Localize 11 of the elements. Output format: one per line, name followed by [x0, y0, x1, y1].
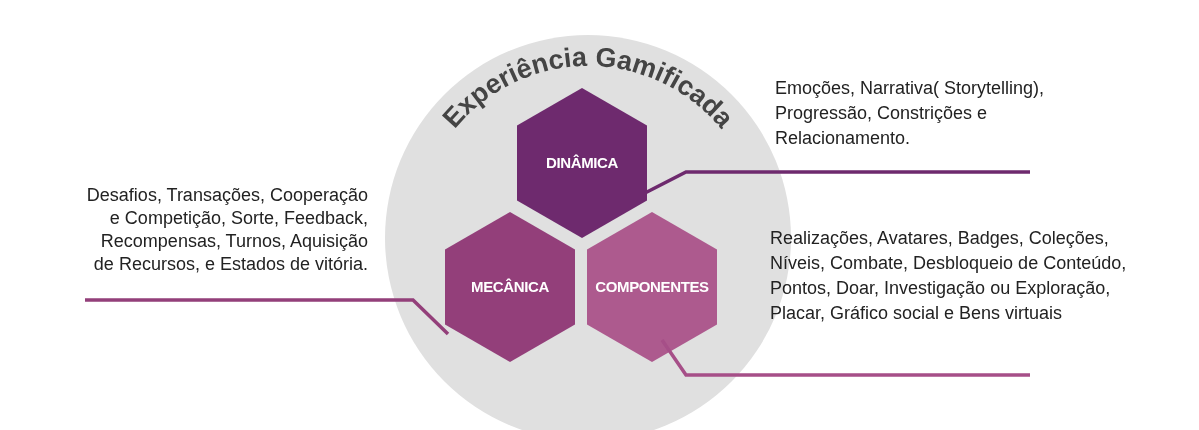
hexagon-label: MECÂNICA — [471, 276, 549, 297]
leader-line — [85, 298, 450, 336]
description-text: Desafios, Transações, Cooperação e Competição, Sorte, Feedback, Recompensas, Turnos, Aquisição de Recursos, e Estados de vitória. — [85, 184, 368, 276]
hexagon-label: DINÂMICA — [546, 152, 618, 173]
leader-line — [660, 339, 1030, 377]
description-text: Emoções, Narrativa( Storytelling), Progressão, Constrições e Relacionamento. — [775, 77, 1046, 150]
description-text: Realizações, Avatares, Badges, Coleções, Níveis, Combate, Desbloqueio de Conteúdo, Pontos, Doar, Investigação ou Exploração, Placar, Gráfico social e Bens virtuais — [770, 227, 1128, 325]
hexagon — [587, 212, 717, 362]
leader-line — [644, 170, 1030, 195]
hexagon — [445, 212, 575, 362]
hexagon-label: COMPONENTES — [595, 276, 709, 297]
